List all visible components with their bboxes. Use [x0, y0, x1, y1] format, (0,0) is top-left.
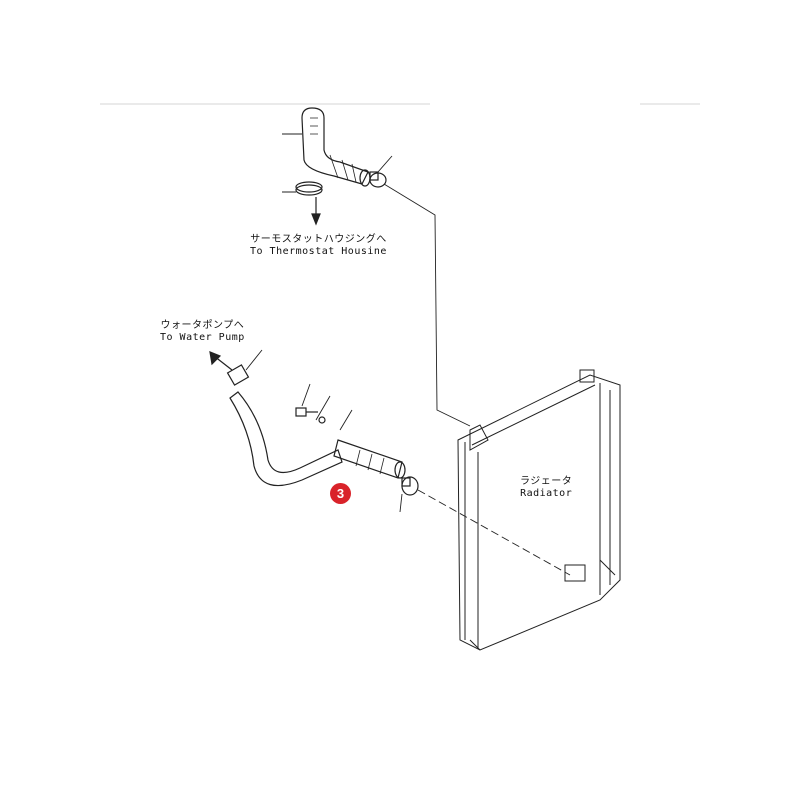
upper-hose	[301, 107, 371, 187]
part-callout-badge[interactable]: 3	[330, 483, 351, 504]
connection-line-upper	[383, 183, 471, 427]
lower-hose	[226, 364, 406, 487]
lower-upper-clamp	[295, 181, 323, 196]
upper-clamp	[369, 171, 387, 188]
radiator-label-en: Radiator	[520, 488, 573, 499]
connection-line-lower	[417, 489, 571, 576]
radiator-label: ラジェータ Radiator	[520, 476, 572, 500]
leader-lines-lower	[245, 349, 403, 513]
thermostat-label-jp: サーモスタットハウジングへ	[250, 234, 387, 245]
bolt-and-washer	[295, 407, 326, 424]
water-pump-label-en: To Water Pump	[160, 332, 245, 343]
lower-clamp	[401, 476, 419, 496]
leader-lines-upper	[282, 133, 393, 193]
thermostat-label-en: To Thermostat Housine	[250, 246, 387, 257]
water-pump-label-jp: ウォータポンプへ	[160, 320, 245, 331]
thermostat-label: サーモスタットハウジングへ To Thermostat Housine	[250, 234, 387, 258]
arrow-to-thermostat	[311, 197, 321, 226]
radiator-label-jp: ラジェータ	[520, 476, 573, 487]
water-pump-label: ウォータポンプへ To Water Pump	[160, 320, 245, 344]
arrow-to-water-pump	[209, 351, 233, 371]
radiator	[457, 369, 621, 651]
